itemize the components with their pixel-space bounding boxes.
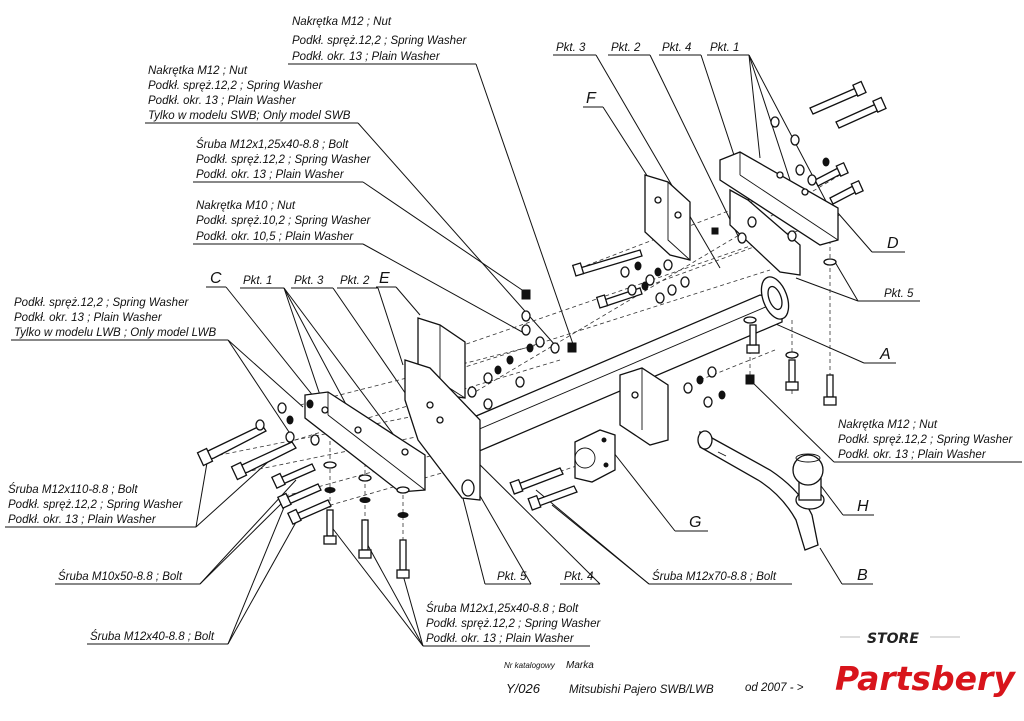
vertical-bolt-4 xyxy=(746,324,760,354)
svg-text:Tylko w modelu SWB; Only model: Tylko w modelu SWB; Only model SWB xyxy=(148,110,351,122)
callout-nut-m10: Nakrętka M10 ; Nut Podkł. spręż.10,2 ; S… xyxy=(193,200,371,245)
bolt-m12x70-a xyxy=(509,467,564,495)
callout-bolt-m10x50: Śruba M10x50-8.8 ; Bolt xyxy=(55,570,200,585)
svg-text:Nakrętka M10 ; Nut: Nakrętka M10 ; Nut xyxy=(196,200,296,212)
svg-text:Pkt. 2: Pkt. 2 xyxy=(340,275,370,287)
bracket-e xyxy=(404,317,481,501)
svg-text:Pkt. 5: Pkt. 5 xyxy=(497,571,527,583)
svg-text:Pkt. 5: Pkt. 5 xyxy=(884,288,914,300)
bolt-m10x50-a xyxy=(270,463,316,489)
bolt-m12x110-upper xyxy=(196,424,267,467)
svg-text:Podkł. okr. 13 ; Plain Washer: Podkł. okr. 13 ; Plain Washer xyxy=(8,514,157,526)
svg-text:C: C xyxy=(210,270,222,287)
svg-text:A: A xyxy=(879,346,891,363)
svg-text:Śruba M10x50-8.8 ; Bolt: Śruba M10x50-8.8 ; Bolt xyxy=(58,570,183,583)
partsbery-logo: STORE Partsbery xyxy=(835,631,1016,698)
bolt-m12x40-b xyxy=(286,499,332,525)
svg-text:Pkt. 2: Pkt. 2 xyxy=(611,42,641,54)
svg-text:Podkł. okr. 10,5 ; Plain Washe: Podkł. okr. 10,5 ; Plain Washer xyxy=(196,231,354,243)
svg-text:Podkł. spręż.12,2 ; Spring Was: Podkł. spręż.12,2 ; Spring Washer xyxy=(196,154,371,166)
callout-lwb-washer: Podkł. spręż.12,2 ; Spring Washer Podkł.… xyxy=(11,297,228,341)
vertical-bolt-2 xyxy=(358,519,372,559)
svg-text:Podkł. okr. 13 ; Plain Washer: Podkł. okr. 13 ; Plain Washer xyxy=(838,449,987,461)
vertical-bolt-1 xyxy=(323,509,337,545)
svg-text:Podkł. spręż.12,2 ; Spring Was: Podkł. spręż.12,2 ; Spring Washer xyxy=(838,434,1013,446)
callout-right-nut: Nakrętka M12 ; Nut Podkł. spręż.12,2 ; S… xyxy=(834,419,1022,463)
vertical-bolt-6 xyxy=(823,374,837,406)
svg-text:Podkł. spręż.12,2 ; Spring Was: Podkł. spręż.12,2 ; Spring Washer xyxy=(14,297,189,309)
svg-text:E: E xyxy=(379,270,390,287)
callout-bolt-m12x40: Śruba M12x40-8.8 ; Bolt xyxy=(87,630,228,645)
bolt-m12x110-lower xyxy=(230,441,297,481)
svg-text:Pkt. 3: Pkt. 3 xyxy=(294,275,324,287)
svg-text:Pkt. 1: Pkt. 1 xyxy=(710,42,739,54)
vehicle-model: Mitsubishi Pajero SWB/LWB xyxy=(569,684,714,696)
callout-bolt-m12x110: Śruba M12x110-8.8 ; Bolt Podkł. spręż.12… xyxy=(5,483,196,528)
svg-text:Podkł. okr. 13 ; Plain Washer: Podkł. okr. 13 ; Plain Washer xyxy=(426,633,575,645)
callout-bottom-bolt: Śruba M12x1,25x40-8.8 ; Bolt Podkł. sprę… xyxy=(423,602,601,647)
bolt-m12x70-b xyxy=(527,485,578,511)
side-bracket-c xyxy=(304,391,426,493)
svg-text:Śruba M12x70-8.8 ; Bolt: Śruba M12x70-8.8 ; Bolt xyxy=(652,570,777,583)
tow-ball-b xyxy=(697,430,825,551)
svg-text:Podkł. spręż.12,2 ; Spring Was: Podkł. spręż.12,2 ; Spring Washer xyxy=(292,35,467,47)
svg-text:Nakrętka M12 ; Nut: Nakrętka M12 ; Nut xyxy=(292,16,392,28)
callout-top-nut: Nakrętka M12 ; Nut Podkł. spręż.12,2 ; S… xyxy=(288,16,476,65)
catalog-number: Y/026 xyxy=(506,681,541,696)
bolt-top-right-a xyxy=(809,80,867,115)
svg-text:Śruba M12x1,25x40-8.8 ; Bolt: Śruba M12x1,25x40-8.8 ; Bolt xyxy=(196,138,349,151)
svg-text:Pkt. 4: Pkt. 4 xyxy=(662,42,691,54)
svg-text:D: D xyxy=(887,235,899,252)
svg-text:Nakrętka M12 ; Nut: Nakrętka M12 ; Nut xyxy=(148,65,248,77)
bolt-upper-left-a xyxy=(571,249,643,277)
svg-text:Pkt. 4: Pkt. 4 xyxy=(564,571,593,583)
svg-text:G: G xyxy=(689,514,701,531)
svg-text:STORE: STORE xyxy=(867,631,919,647)
svg-text:Podkł. spręż.12,2 ; Spring Was: Podkł. spręż.12,2 ; Spring Washer xyxy=(8,499,183,511)
svg-text:Podkł. spręż.10,2 ; Spring Was: Podkł. spręż.10,2 ; Spring Washer xyxy=(196,215,371,227)
washers-and-nuts xyxy=(255,116,837,518)
bolt-right-small-b xyxy=(829,179,864,205)
callout-bolt-m12x70: Śruba M12x70-8.8 ; Bolt xyxy=(649,570,792,585)
svg-text:Podkł. okr. 13 ; Plain Washer: Podkł. okr. 13 ; Plain Washer xyxy=(292,51,441,63)
svg-text:Tylko w modelu LWB ; Only mode: Tylko w modelu LWB ; Only model LWB xyxy=(14,327,216,339)
svg-text:Podkł. spręż.12,2 ; Spring Was: Podkł. spręż.12,2 ; Spring Washer xyxy=(148,80,323,92)
bolt-right-small-a xyxy=(814,161,849,187)
svg-text:Śruba M12x40-8.8 ; Bolt: Śruba M12x40-8.8 ; Bolt xyxy=(90,630,215,643)
model-year: od 2007 - > xyxy=(745,682,804,694)
bracket-f xyxy=(644,174,691,261)
bolt-top-right-b xyxy=(835,96,887,129)
vertical-bolt-5 xyxy=(785,359,799,391)
svg-text:Śruba M12x110-8.8 ; Bolt: Śruba M12x110-8.8 ; Bolt xyxy=(8,483,138,496)
svg-text:Partsbery: Partsbery xyxy=(835,659,1016,698)
svg-text:Nakrętka M12 ; Nut: Nakrętka M12 ; Nut xyxy=(838,419,938,431)
footer-block: Nr katalogowy Marka Y/026 Mitsubishi Paj… xyxy=(504,660,804,696)
svg-text:Marka: Marka xyxy=(566,660,594,671)
svg-text:Nr katalogowy: Nr katalogowy xyxy=(504,661,556,670)
svg-text:B: B xyxy=(857,567,868,584)
pkt-labels: Pkt. 3 Pkt. 2 Pkt. 4 Pkt. 1 Pkt. 1 Pkt. … xyxy=(240,42,920,585)
bolt-m12x40-a xyxy=(276,483,322,509)
part-letters: C E F D A H G B xyxy=(206,90,905,585)
svg-text:F: F xyxy=(586,90,597,107)
svg-text:Pkt. 1: Pkt. 1 xyxy=(243,275,272,287)
side-bracket-d xyxy=(719,151,839,276)
callout-swb-nut: Nakrętka M12 ; Nut Podkł. spręż.12,2 ; S… xyxy=(145,65,358,124)
vertical-bolt-3 xyxy=(396,539,410,579)
ball-mount-bracket xyxy=(619,367,669,446)
callout-bolt-m12x125: Śruba M12x1,25x40-8.8 ; Bolt Podkł. sprę… xyxy=(193,138,371,183)
svg-text:Śruba M12x1,25x40-8.8 ; Bolt: Śruba M12x1,25x40-8.8 ; Bolt xyxy=(426,602,579,615)
svg-text:Podkł. okr. 13 ; Plain Washer: Podkł. okr. 13 ; Plain Washer xyxy=(14,312,163,324)
svg-text:Pkt. 3: Pkt. 3 xyxy=(556,42,586,54)
svg-text:H: H xyxy=(857,498,869,515)
svg-text:Podkł. okr. 13 ; Plain Washer: Podkł. okr. 13 ; Plain Washer xyxy=(148,95,297,107)
svg-text:Podkł. okr. 13 ; Plain Washer: Podkł. okr. 13 ; Plain Washer xyxy=(196,169,345,181)
svg-text:Podkł. spręż.12,2 ; Spring Was: Podkł. spręż.12,2 ; Spring Washer xyxy=(426,618,601,630)
socket-plate-g xyxy=(574,429,616,483)
